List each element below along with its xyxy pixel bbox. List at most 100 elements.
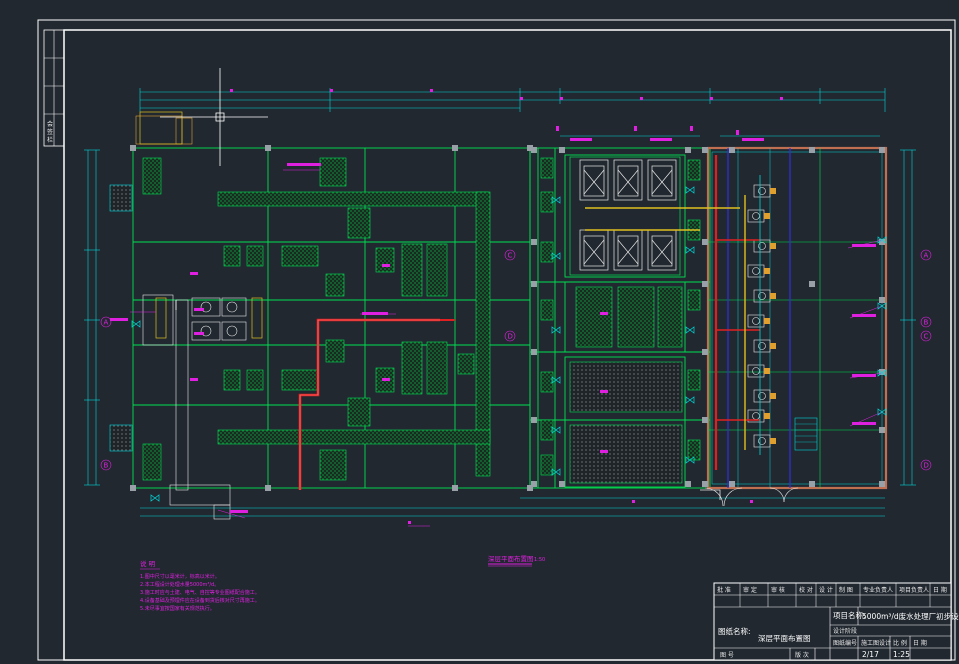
title-block: 批 准审 定审 核校 对设 计制 图专业负责人项目负责人日 期 项目名称: 50…	[713, 582, 959, 661]
annotation-tag	[194, 332, 204, 335]
structure-walls	[132, 147, 711, 489]
pump-motor	[770, 188, 776, 194]
axis-bubble-icon	[100, 316, 112, 328]
valve-icon	[877, 236, 887, 244]
sheet-value: 2/17	[862, 650, 879, 659]
axis-bubble-icon	[100, 459, 112, 471]
tb-header-cell: 校 对	[799, 586, 813, 594]
door-swings	[704, 487, 799, 507]
annotation-tag	[382, 378, 390, 381]
valve-icon	[551, 426, 561, 434]
axis-bubble-icon	[504, 249, 516, 261]
annotation-tag	[190, 378, 198, 381]
column	[265, 485, 271, 491]
pump-impeller	[752, 212, 760, 220]
tb-header-cell: 制 图	[839, 586, 853, 594]
annotation-tag	[194, 308, 204, 311]
filter-inner	[651, 165, 673, 197]
column	[702, 147, 708, 153]
valve-icon	[150, 494, 160, 502]
pump-icon	[747, 314, 765, 328]
pump-impeller	[758, 437, 766, 445]
pump-house-building	[706, 146, 888, 490]
column	[879, 427, 885, 433]
valve-icon	[551, 326, 561, 334]
tb-header-cell: 设 计	[819, 586, 833, 594]
scale-value: 1:25	[893, 650, 910, 659]
valve-icon	[877, 302, 887, 310]
margin-cell-3: 栏	[47, 136, 53, 144]
pump-impeller	[758, 342, 766, 350]
valve-icon	[685, 186, 695, 194]
plan-title: 深层平面布置图	[488, 554, 534, 563]
column	[130, 145, 136, 151]
pump-impeller	[758, 392, 766, 400]
left-margin-strip: 会 签 栏	[43, 29, 65, 147]
valve-icon	[551, 252, 561, 260]
margin-cell-1: 会	[47, 120, 53, 128]
scale-label: 比 例	[893, 639, 907, 647]
pump-icon	[753, 389, 771, 403]
pump-impeller	[758, 292, 766, 300]
axis-label: D	[924, 462, 929, 470]
annotation-tag	[852, 244, 876, 247]
filter-cell	[647, 159, 677, 201]
column	[809, 281, 815, 287]
annotation-tag	[852, 314, 876, 317]
drawing-frame	[63, 29, 952, 661]
sheet-label: 图纸编号	[833, 639, 857, 647]
axis-bubble-icon	[920, 330, 932, 342]
crosshair-cursor-icon[interactable]	[160, 68, 268, 166]
filter-inner	[651, 235, 673, 267]
valve-icon	[685, 396, 695, 404]
axis-label: B	[924, 319, 929, 327]
axis-label: A	[104, 319, 109, 327]
pump-motor	[764, 368, 770, 374]
pump-motor	[770, 293, 776, 299]
filter-cross	[583, 239, 605, 265]
pump-icon	[747, 364, 765, 378]
filter-enclosure	[569, 156, 681, 276]
valve-icon	[877, 369, 887, 377]
annotation-tag	[600, 312, 608, 315]
column	[702, 239, 708, 245]
dimension-tick-marks	[230, 89, 783, 524]
pump-motor	[770, 243, 776, 249]
column	[531, 349, 537, 355]
annotation-tag	[110, 318, 128, 321]
note-line: 2.本工程设计处理水量5000m³/d。	[140, 581, 219, 588]
equipment-yellow-frames	[139, 111, 263, 339]
axis-bubble-icon	[920, 249, 932, 261]
valve-icon	[685, 456, 695, 464]
stage-value: 施工图设计	[861, 639, 891, 647]
pump-motor	[764, 413, 770, 419]
pump-motor	[770, 393, 776, 399]
pump-motor	[764, 268, 770, 274]
hatched-channels	[109, 157, 701, 484]
pump-impeller	[752, 267, 760, 275]
drawing-name-label: 图纸名称:	[718, 626, 751, 636]
process-pipes	[175, 155, 761, 500]
tb-header-cell: 日 期	[933, 586, 947, 594]
axis-label: C	[508, 252, 513, 260]
filter-cross	[651, 239, 673, 265]
column	[559, 481, 565, 487]
filter-cross	[583, 169, 605, 195]
tb-header-cell: 审 定	[743, 586, 757, 594]
filter-units	[569, 156, 681, 276]
column	[685, 481, 691, 487]
column	[702, 349, 708, 355]
column	[702, 417, 708, 423]
column	[879, 147, 885, 153]
column	[559, 147, 565, 153]
column	[531, 481, 537, 487]
drawing-name-value: 深层平面布置图	[758, 633, 811, 643]
pump-impeller	[752, 412, 760, 420]
equipment-blowers	[135, 115, 247, 520]
axis-label: A	[924, 252, 929, 260]
column	[809, 147, 815, 153]
filter-cell	[579, 159, 609, 201]
